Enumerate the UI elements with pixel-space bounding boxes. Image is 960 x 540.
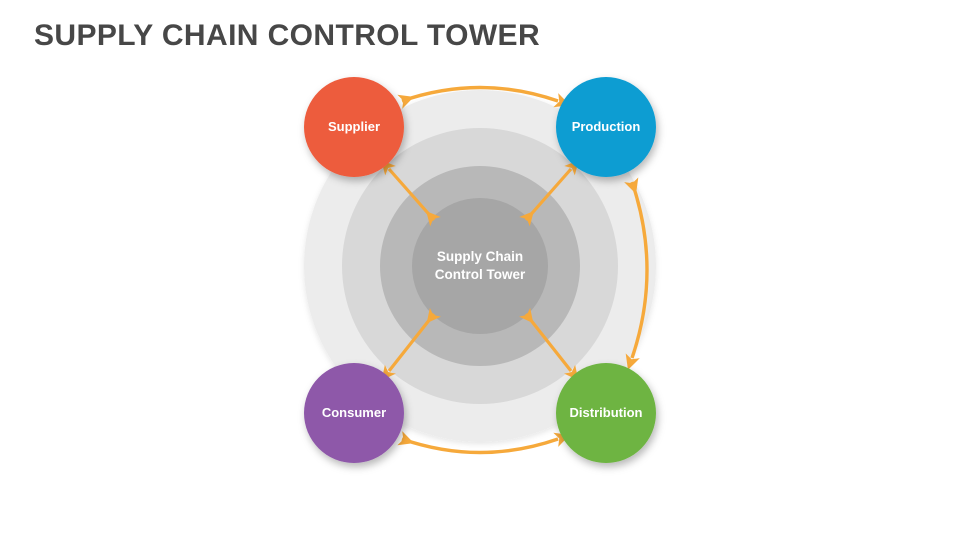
node-circle-distribution[interactable] xyxy=(556,363,656,463)
node-circle-production[interactable] xyxy=(556,77,656,177)
arrow-consumer-to-distribution xyxy=(397,431,570,455)
arrow-hub-to-supplier xyxy=(381,160,441,227)
hub-circle xyxy=(412,198,548,334)
arrow-production-to-distribution xyxy=(624,177,649,370)
node-circles xyxy=(304,77,656,463)
arrow-supplier-to-production xyxy=(397,85,570,109)
arrow-hub-to-production xyxy=(519,160,579,227)
page-title: SUPPLY CHAIN CONTROL TOWER xyxy=(34,19,541,52)
node-circle-supplier[interactable] xyxy=(304,77,404,177)
hub-spoke-arrows xyxy=(381,160,579,381)
arrow-hub-to-consumer xyxy=(381,307,441,381)
arrow-hub-to-distribution xyxy=(519,307,579,381)
cycle-arrows xyxy=(397,85,649,455)
node-circle-consumer[interactable] xyxy=(304,363,404,463)
